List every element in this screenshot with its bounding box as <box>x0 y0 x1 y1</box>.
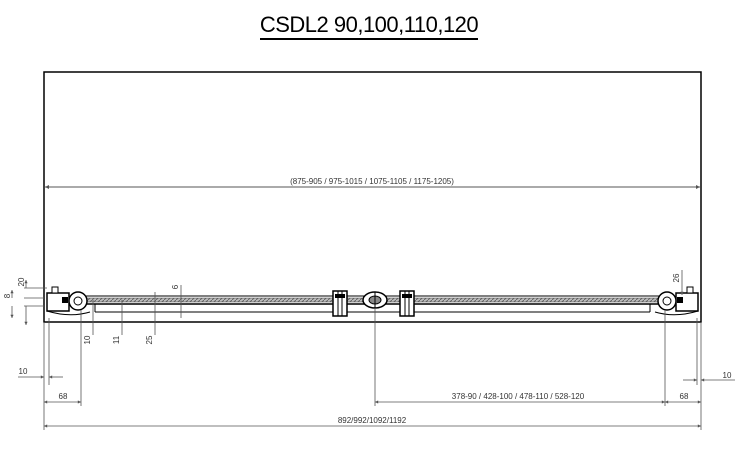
height-20-label: 20 <box>17 277 26 286</box>
drawing-title: CSDL2 90,100,110,120 <box>0 12 738 40</box>
right-edge-dimension: 10 <box>683 371 735 382</box>
right-wall-profile <box>654 286 699 316</box>
left-10-label: 10 <box>19 367 28 376</box>
left-68-dimension: 68 <box>44 392 81 404</box>
door-opening-dimension: 378-90 / 428-100 / 478-110 / 528-120 <box>375 392 665 404</box>
height-8-label: 8 <box>3 293 12 298</box>
extension-lines <box>43 308 702 430</box>
right-door-handle <box>399 290 415 317</box>
overall-width-label: 892/992/1092/1192 <box>338 416 407 425</box>
right-10-label: 10 <box>723 371 732 380</box>
left-68-label: 68 <box>59 392 68 401</box>
overall-width-dimension: 892/992/1092/1192 <box>44 416 701 428</box>
depth-11-label: 11 <box>112 335 121 344</box>
left-edge-dimension: 10 <box>18 367 63 379</box>
door-opening-label: 378-90 / 428-100 / 478-110 / 528-120 <box>452 392 585 401</box>
title-text: CSDL2 90,100,110,120 <box>259 12 479 40</box>
right-68-dimension: 68 <box>665 392 701 404</box>
right-height-dimension: 26 <box>672 270 684 295</box>
left-wall-profile <box>46 286 91 316</box>
center-stopper <box>362 291 388 309</box>
left-door-handle <box>332 290 348 317</box>
depth-dimensions: 10 11 25 6 <box>83 284 182 344</box>
room-outline <box>43 71 702 323</box>
depth-10-label: 10 <box>83 335 92 344</box>
left-height-dimensions: 8 20 <box>3 277 47 325</box>
inner-width-label: (875-905 / 975-1015 / 1075-1105 / 1175-1… <box>290 177 454 186</box>
depth-25-label: 25 <box>145 335 154 344</box>
height-6-label: 6 <box>171 284 180 289</box>
inner-width-dimension: (875-905 / 975-1015 / 1075-1105 / 1175-1… <box>45 177 700 189</box>
height-26-label: 26 <box>672 273 681 282</box>
right-68-label: 68 <box>680 392 689 401</box>
